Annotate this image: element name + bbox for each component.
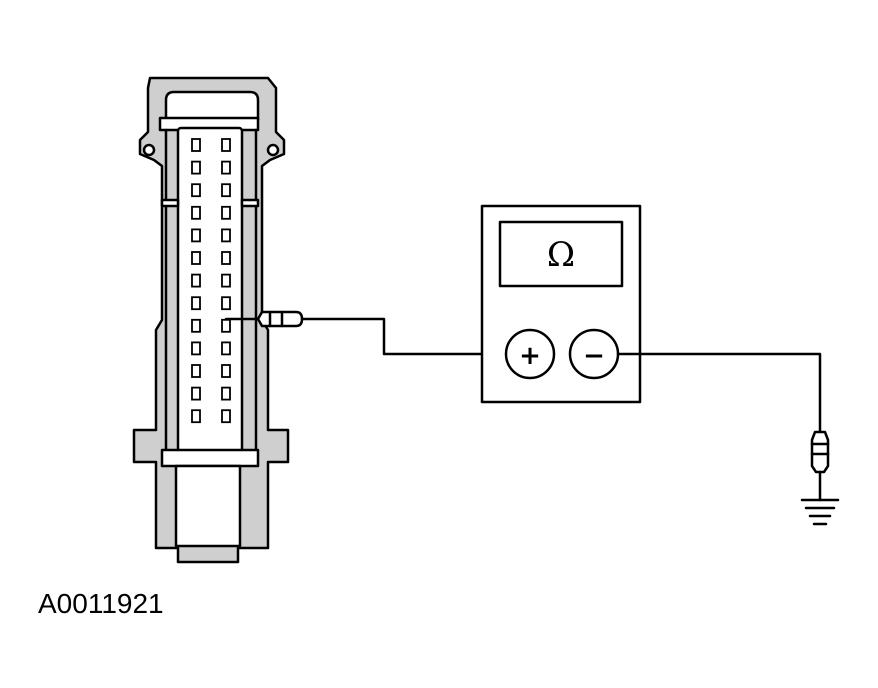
connector-pin (221, 318, 231, 333)
key-right (240, 198, 260, 208)
connector-pin (191, 228, 201, 243)
probe-lead-wire (300, 317, 509, 356)
connector-pin (191, 386, 201, 401)
connector-pin-body (176, 126, 244, 454)
connector-pin (221, 296, 231, 311)
connector (132, 76, 304, 564)
connector-pin (191, 251, 201, 265)
connector-pin (191, 409, 201, 424)
connector-pin (221, 273, 231, 288)
mounting-hole-right (266, 143, 280, 157)
connector-pin (191, 205, 201, 220)
connector-pin (191, 296, 201, 311)
connector-pin (221, 160, 231, 175)
connector-pin (221, 251, 231, 265)
negative-terminal-label: − (583, 341, 605, 371)
ohmmeter: Ω + − (480, 204, 642, 404)
connector-pin (191, 160, 201, 175)
connector-pin (191, 364, 201, 378)
connector-pin (221, 409, 231, 424)
key-left (160, 198, 180, 208)
ground-symbol-icon (800, 498, 840, 526)
connector-pin (191, 273, 201, 288)
connector-pin (221, 341, 231, 356)
ground-clip (810, 430, 830, 502)
positive-terminal-label: + (519, 341, 541, 371)
mounting-hole-left (142, 143, 156, 157)
figure-id: A0011921 (38, 588, 164, 619)
connector-pin (191, 318, 201, 333)
connector-pin (221, 138, 231, 152)
meter-display (498, 220, 624, 288)
connector-pin (221, 386, 231, 401)
ground-lead-wire (616, 352, 822, 434)
connector-pin (191, 138, 201, 152)
ohm-symbol: Ω (547, 235, 575, 275)
connector-pin (221, 205, 231, 220)
connector-latch (164, 90, 260, 120)
connector-pin (221, 183, 231, 198)
connector-pin (191, 183, 201, 198)
connector-pin (221, 364, 231, 378)
connector-pin (221, 228, 231, 243)
connector-boot (174, 464, 242, 548)
connector-pin (191, 341, 201, 356)
connector-pins (191, 138, 231, 424)
connector-lower-band (160, 448, 260, 468)
positive-terminal[interactable] (504, 328, 556, 380)
